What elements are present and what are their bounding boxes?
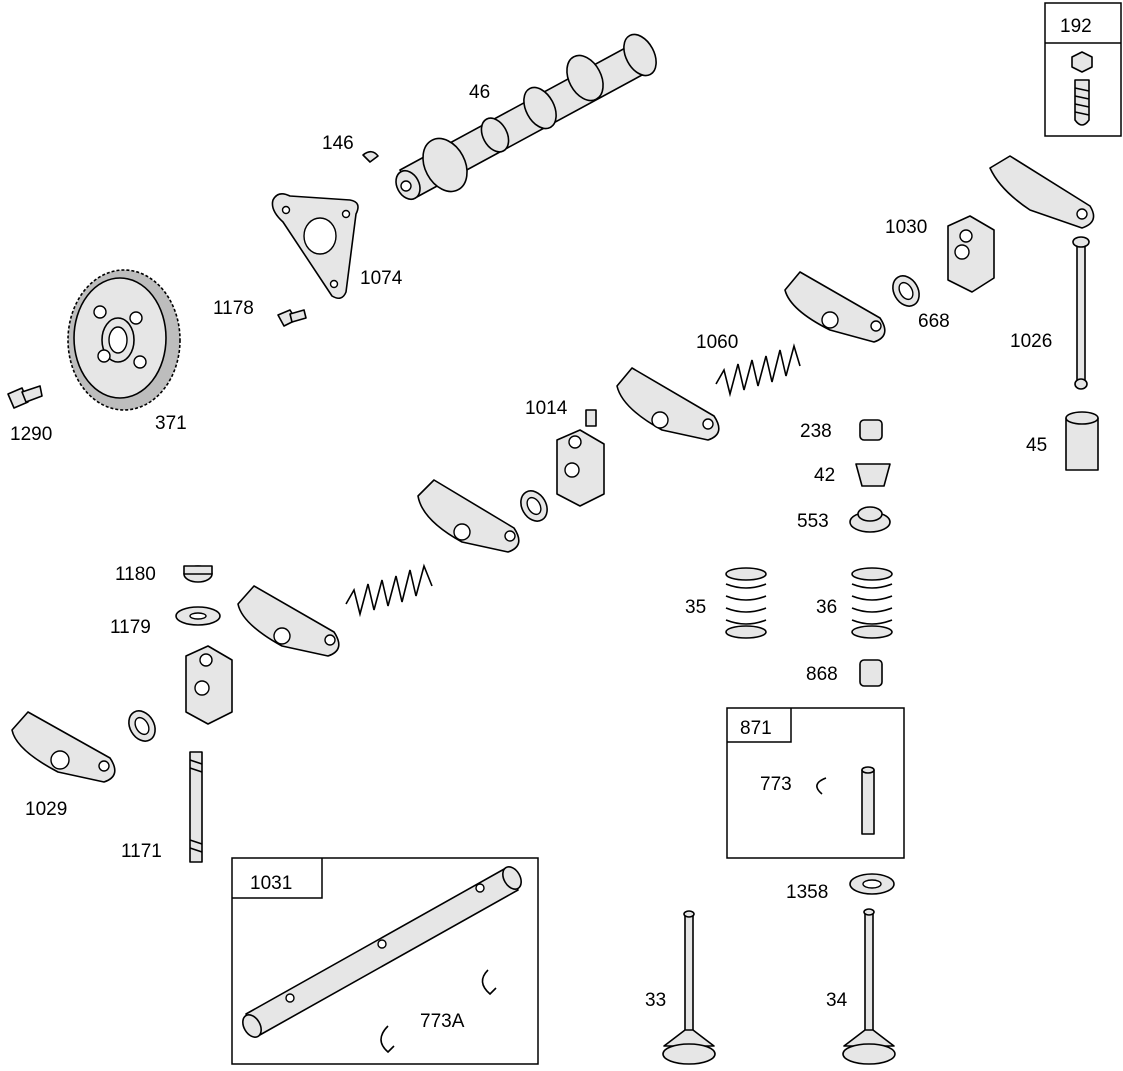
rocker-arm-icon [417, 479, 520, 553]
stud-icon [1074, 79, 1090, 126]
label-35: 35 [685, 597, 706, 618]
rocker-arm-icon [616, 367, 720, 441]
rocker-shaft-icon [242, 866, 522, 1038]
rocker-arm-icon [237, 585, 340, 657]
label-192: 192 [1060, 16, 1092, 37]
label-868: 868 [806, 664, 838, 685]
rocker-support-icon [556, 429, 605, 507]
label-1031: 1031 [250, 873, 292, 894]
label-45: 45 [1026, 435, 1047, 456]
label-668: 668 [918, 311, 950, 332]
pin-icon [861, 766, 875, 835]
label-1074: 1074 [360, 268, 403, 289]
label-46: 46 [469, 82, 490, 103]
woodruff-key-icon [362, 150, 379, 163]
retainer-icon [849, 506, 891, 533]
label-871: 871 [740, 718, 772, 739]
rocker-support-icon [185, 645, 233, 725]
label-146: 146 [322, 133, 354, 154]
label-773: 773 [760, 774, 792, 795]
lifter-icon [1065, 411, 1099, 471]
inset-192 [1044, 2, 1122, 137]
label-1060: 1060 [696, 332, 738, 353]
rocker-arm-icon [11, 711, 116, 783]
label-42: 42 [814, 465, 835, 486]
rocker-spring-icon [345, 563, 433, 618]
retaining-ring-icon [380, 1025, 395, 1054]
label-1030: 1030 [885, 217, 927, 238]
label-1026: 1026 [1010, 331, 1052, 352]
bolt-icon [277, 309, 307, 327]
inset-871 [726, 707, 905, 859]
valve-spring-icon [725, 567, 767, 639]
seal-icon [859, 659, 883, 687]
push-rod-icon [1072, 236, 1090, 390]
nut-icon [1071, 51, 1093, 73]
camshaft-icon [395, 33, 657, 201]
retaining-ring-icon [481, 969, 497, 996]
label-1358: 1358 [786, 882, 828, 903]
label-34: 34 [826, 990, 848, 1011]
label-1171: 1171 [121, 841, 162, 862]
label-773A: 773A [420, 1011, 465, 1032]
label-1179: 1179 [110, 617, 151, 638]
label-1029: 1029 [25, 799, 67, 820]
bolt-icon [7, 385, 43, 409]
label-1014: 1014 [525, 398, 568, 419]
label-553: 553 [797, 511, 829, 532]
label-1180: 1180 [115, 564, 156, 585]
cam-gear-icon [67, 269, 181, 411]
retaining-ring-icon [816, 777, 827, 795]
exhaust-valve-icon [842, 908, 896, 1065]
inset-1031 [231, 857, 539, 1065]
label-36: 36 [816, 597, 837, 618]
label-371: 371 [155, 413, 187, 434]
label-238: 238 [800, 421, 832, 442]
valve-spring-icon [851, 567, 893, 639]
label-1290: 1290 [10, 424, 52, 445]
rocker-support-icon [947, 215, 995, 293]
label-33: 33 [645, 990, 666, 1011]
keeper-icon [855, 463, 891, 487]
rocker-arm-icon [784, 271, 886, 343]
stud-icon [189, 751, 203, 863]
plate-icon [271, 192, 359, 300]
set-screw-icon [585, 409, 597, 427]
intake-valve-icon [662, 910, 716, 1065]
label-1178: 1178 [213, 298, 254, 319]
cap-icon [859, 419, 883, 441]
rocker-arm-icon [989, 155, 1095, 229]
nut-icon [183, 565, 213, 583]
rocker-spring-icon [715, 343, 801, 398]
